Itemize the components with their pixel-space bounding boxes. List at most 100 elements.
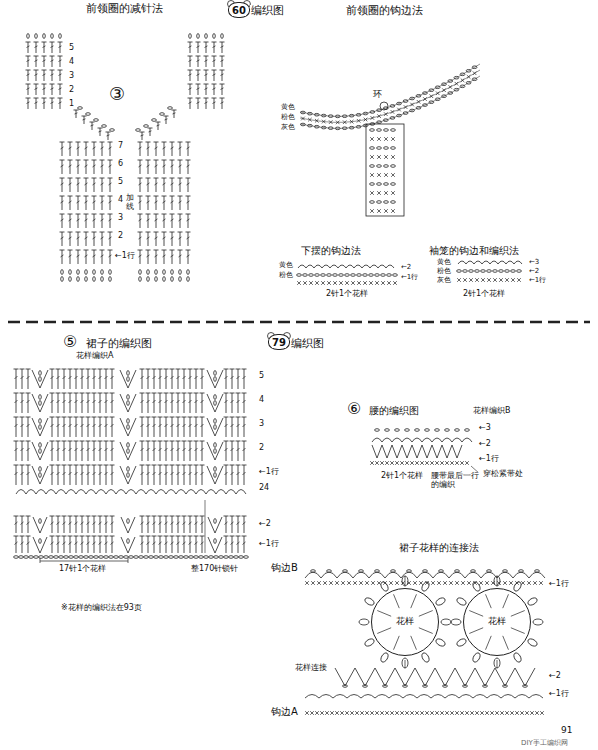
double-crochet-symbol [170,160,175,161]
double-crochet-symbol [61,165,64,167]
double-crochet-symbol [110,214,111,228]
double-crochet-symbol [182,417,187,418]
double-crochet-symbol [180,178,181,192]
motif-spoke [486,594,492,608]
double-crochet-symbol [190,84,191,95]
single-crochet-symbol [530,711,534,715]
double-crochet-symbol [110,369,115,370]
double-crochet-symbol [15,448,18,451]
double-crochet-symbol [183,424,186,427]
double-crochet-symbol [146,465,151,466]
single-crochet-symbol [370,711,374,715]
single-crochet-symbol [301,117,305,121]
zigzag-chain [515,668,535,686]
double-crochet-symbol [86,196,87,210]
double-crochet-symbol [21,400,24,403]
double-crochet-symbol [201,376,204,379]
chain-symbol [214,473,217,478]
double-crochet-symbol [220,56,225,57]
single-crochet-symbol [343,120,347,124]
double-crochet-symbol [21,376,24,379]
double-crochet-symbol [224,465,229,466]
double-crochet-symbol [166,393,167,413]
double-crochet-symbol [52,98,53,109]
chart-label: 17针1个花样 [58,565,107,574]
chart-label: 粉色 [278,272,294,280]
chain-symbol [34,556,39,559]
double-crochet-symbol [93,472,96,475]
double-crochet-symbol [98,536,103,537]
double-crochet-symbol [76,214,81,215]
single-crochet-symbol [377,209,381,213]
double-crochet-symbol [171,255,174,257]
double-crochet-symbol [140,393,145,394]
chain-symbol [127,449,130,454]
chain-symbol [129,556,134,559]
single-crochet-symbol [467,581,471,585]
double-crochet-symbol [34,70,39,71]
double-crochet-symbol [26,84,31,85]
double-crochet-symbol [26,536,31,537]
single-crochet-symbol [371,581,375,585]
single-crochet-symbol [384,209,388,213]
double-crochet-symbol [222,42,223,53]
double-crochet-symbol [195,448,198,451]
double-crochet-symbol [232,369,233,389]
double-crochet-symbol [26,56,31,57]
double-crochet-symbol [236,536,241,537]
double-crochet-symbol [27,46,30,48]
single-crochet-symbol [317,581,321,585]
chain-symbol [363,274,368,277]
single-crochet-symbol [505,711,509,715]
single-crochet-symbol [364,118,368,122]
double-crochet-symbol [177,424,180,427]
double-crochet-symbol [110,465,115,466]
double-crochet-symbol [230,465,235,466]
double-crochet-symbol [52,369,53,389]
double-crochet-symbol [200,465,205,466]
double-crochet-symbol [50,536,55,537]
chain-symbol [124,556,129,559]
double-crochet-symbol [189,46,192,48]
double-crochet-symbol [77,165,80,167]
double-crochet-symbol [162,142,167,143]
double-crochet-symbol [15,472,18,475]
double-crochet-symbol [178,160,183,161]
chain-symbol [101,277,104,282]
double-crochet-symbol [110,393,115,394]
double-crochet-symbol [16,441,17,461]
double-crochet-symbol [147,147,150,149]
single-crochet-symbol [400,711,404,715]
double-crochet-symbol [84,232,89,233]
double-crochet-symbol [165,400,168,403]
single-crochet-symbol [384,191,388,195]
double-crochet-symbol [20,441,25,442]
double-crochet-symbol [83,119,86,120]
double-crochet-symbol [27,74,30,76]
double-crochet-symbol [57,472,60,475]
double-crochet-symbol [78,214,79,228]
double-crochet-symbol [42,70,47,71]
double-crochet-symbol [190,369,191,389]
double-crochet-symbol [42,98,47,99]
chain-symbol [356,125,361,128]
chain-arc [372,438,382,442]
single-crochet-symbol [336,121,340,125]
chain-symbol [335,127,340,130]
single-crochet-symbol [404,105,408,109]
double-crochet-symbol [62,178,63,192]
chain-arc [473,695,487,699]
double-crochet-symbol [226,516,227,533]
double-crochet-symbol [78,250,79,264]
double-crochet-symbol [172,196,173,210]
double-crochet-symbol [159,472,162,475]
double-crochet-symbol [226,441,227,461]
double-crochet-symbol [213,60,216,62]
chain-symbol [179,556,184,559]
double-crochet-symbol [110,441,115,442]
chain-symbol [144,556,149,559]
double-crochet-symbol [155,219,158,221]
double-crochet-symbol [43,46,46,48]
double-crochet-symbol [140,465,145,466]
single-crochet-symbol [410,461,414,465]
